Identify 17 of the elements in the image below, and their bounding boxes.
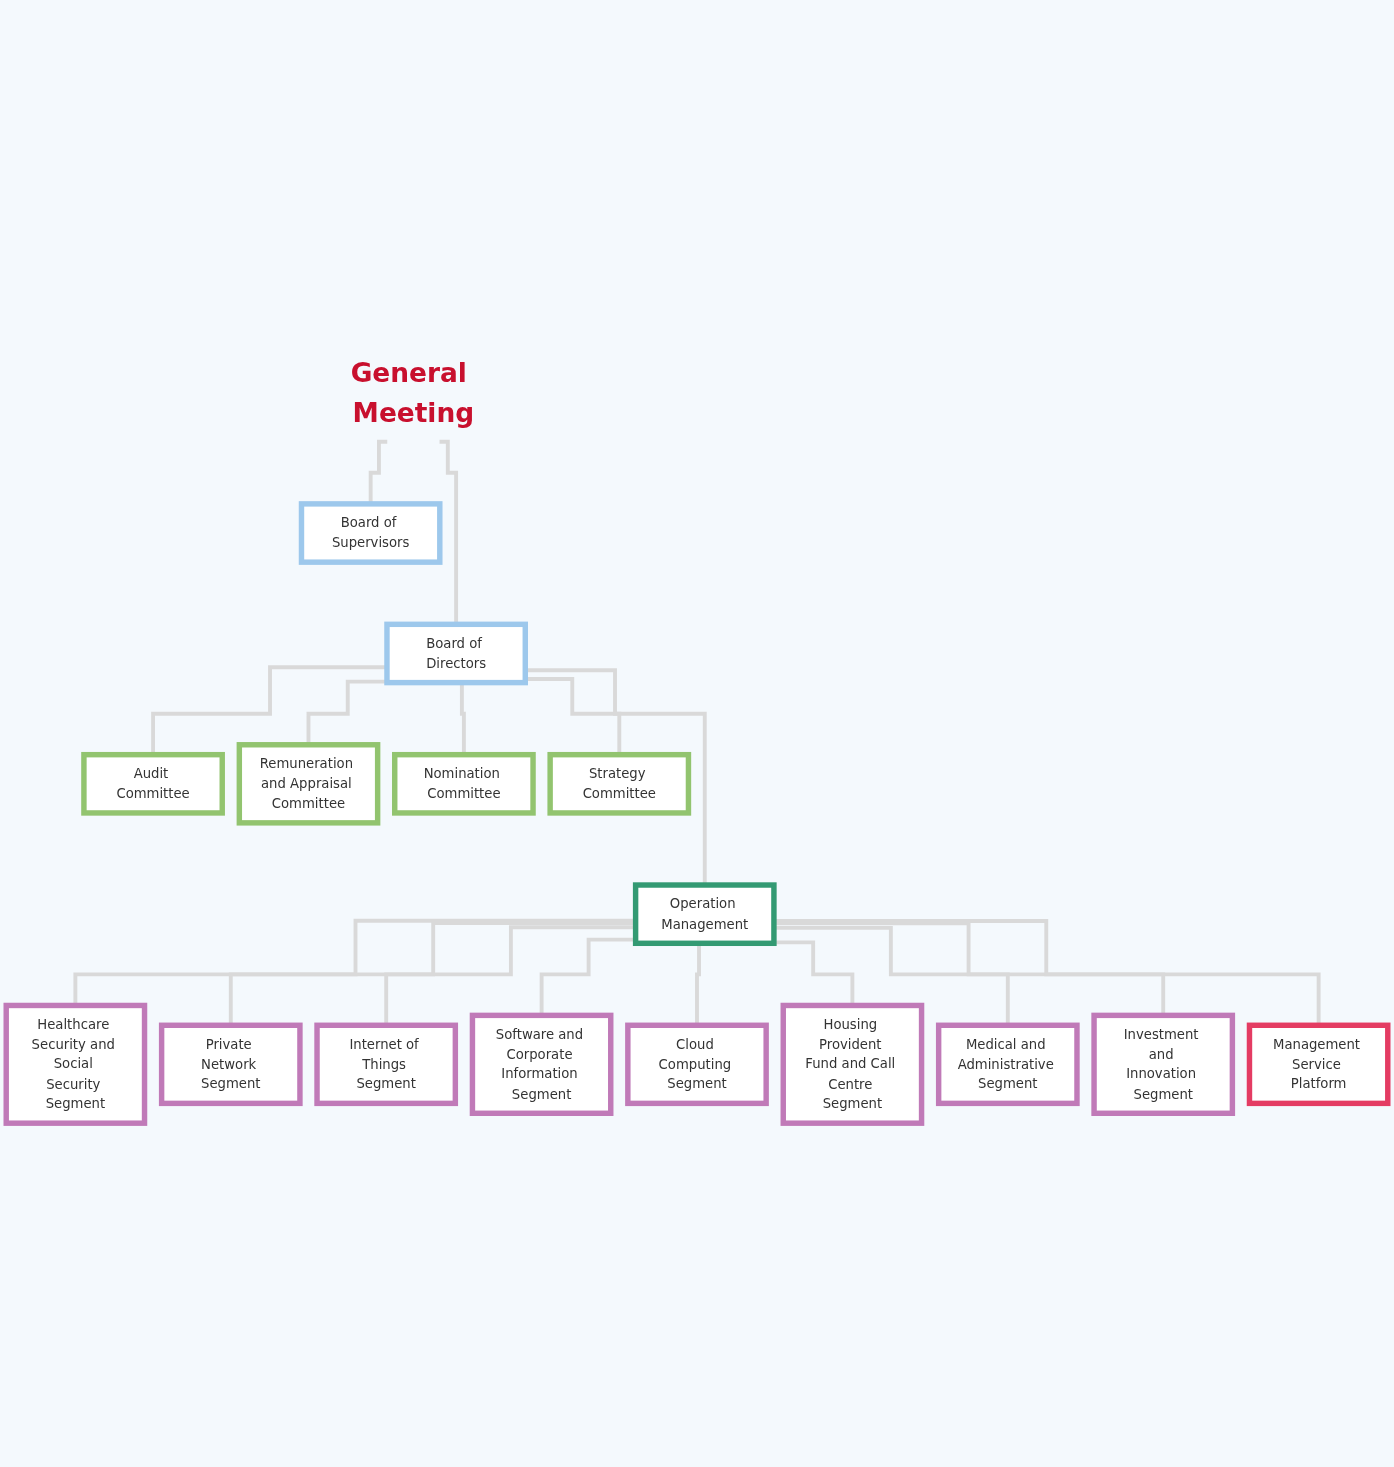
node-box: Management Service Platform (1246, 1022, 1391, 1107)
node-box: Audit Committee (81, 751, 225, 816)
node-box: Strategy Committee (547, 751, 692, 816)
node-box: Nomination Committee (392, 751, 536, 816)
node-box: Cloud Computing Segment (625, 1022, 769, 1107)
node-box: Investment and Innovation Segment (1091, 1012, 1236, 1116)
node-box: Board of Supervisors (298, 501, 443, 565)
node-box: Internet of Things Segment (314, 1022, 459, 1107)
node-box: Board of Directors (384, 621, 528, 686)
node-box: Private Network Segment (158, 1022, 303, 1107)
node-box: Medical and Administrative Segment (935, 1022, 1080, 1107)
node-box: Remuneration and Appraisal Committee (236, 742, 381, 826)
node-box: Housing Provident Fund and Call Centre Segment (780, 1002, 925, 1126)
node-box: Software and Corporate Information Segment (469, 1012, 614, 1116)
node-box: Operation Management (632, 882, 777, 946)
node-box: Healthcare Security and Social Security Segment (3, 1002, 148, 1126)
node-text: General Meeting (350, 357, 475, 428)
